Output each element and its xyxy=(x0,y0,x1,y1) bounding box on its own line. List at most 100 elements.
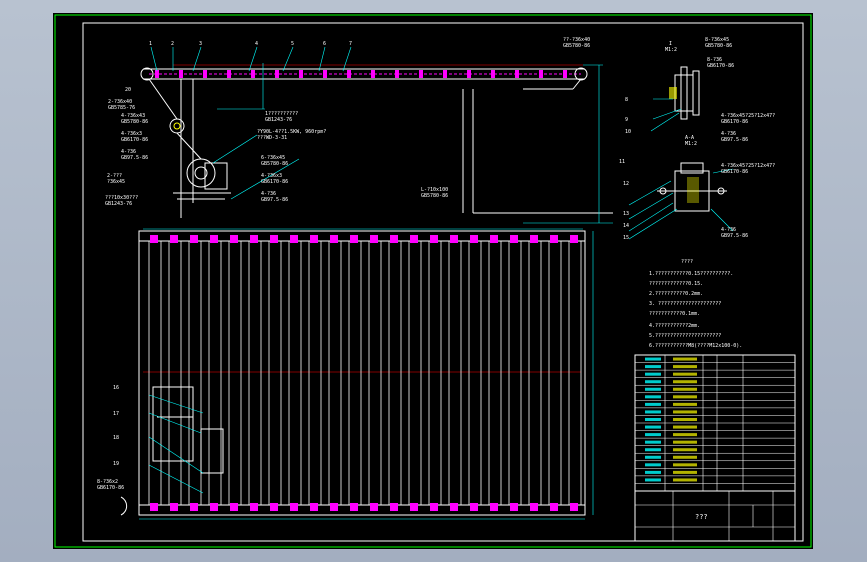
label-top-mid3-2: GB97.5-86 xyxy=(121,155,148,161)
drive-unit-plan xyxy=(120,386,224,516)
parts-list-row-name xyxy=(673,478,697,482)
parts-list-row-name xyxy=(673,380,697,384)
label-center-c-6: GB97.5-86 xyxy=(261,197,288,203)
slat-bottom-bolt xyxy=(450,503,458,511)
slat-top-bolt xyxy=(290,235,298,243)
label-left-a-2: ?36x45 xyxy=(107,179,125,185)
label-top-left-1: 2-?36x40 xyxy=(108,99,132,105)
label-bottom-left-1: 8-?36x2 xyxy=(97,479,118,485)
note-line-1: 1.???????????0.15??????????. xyxy=(649,271,733,277)
parts-list-row-name xyxy=(673,440,697,444)
label-bottom-mid-2: GB5780-86 xyxy=(421,193,448,199)
part-number-18: 18 xyxy=(113,435,119,441)
note-line-3: 2.??????????0.2mm. xyxy=(649,291,703,297)
plan-view xyxy=(138,230,594,520)
part-number-14: 14 xyxy=(623,223,629,229)
plan-slat xyxy=(368,240,382,506)
plan-slat xyxy=(228,240,242,506)
part-number-5: 5 xyxy=(291,41,294,47)
label-top-mid1-2: GB5780-86 xyxy=(121,119,148,125)
plan-slat xyxy=(288,240,302,506)
parts-list-row-name xyxy=(673,357,697,361)
detail-callout-1a: 8-?36x45 xyxy=(705,37,729,43)
rail-bolt xyxy=(491,70,495,78)
part-number-3: 3 xyxy=(199,41,202,47)
plan-slat xyxy=(148,240,162,506)
slat-bottom-bolt xyxy=(270,503,278,511)
plan-slat xyxy=(328,240,342,506)
parts-list-row-name xyxy=(673,455,697,459)
parts-list-row-code xyxy=(645,402,661,406)
detail-callout-4a: 4-?36 xyxy=(721,131,736,137)
plan-slat xyxy=(248,240,262,506)
part-number-7: 7 xyxy=(349,41,352,47)
label-bottom-left-2: GB6170-86 xyxy=(97,485,124,491)
plan-slat xyxy=(568,240,582,506)
plan-slats xyxy=(148,235,582,511)
rail-bolt xyxy=(227,70,231,78)
note-line-4: 3. ????????????????????? xyxy=(649,301,721,307)
parts-list-row-name xyxy=(673,365,697,369)
label-left-b-1: ???10x30??? xyxy=(105,195,138,201)
slat-bottom-bolt xyxy=(310,503,318,511)
rail-bolt xyxy=(179,70,183,78)
plan-slat xyxy=(308,240,322,506)
detail-labels: I M1:2 8-?36x45 GB5780-86 8-?36 GB6170-8… xyxy=(665,37,775,239)
note-line-2: ?????????????0.15. xyxy=(649,281,703,287)
parts-list-row-code xyxy=(645,425,661,429)
parts-list-row-name xyxy=(673,463,697,467)
part-number-19: 19 xyxy=(113,461,119,467)
slat-bottom-bolt xyxy=(490,503,498,511)
rail-bolt xyxy=(419,70,423,78)
elevation-bolts xyxy=(155,70,567,78)
rail-bolt xyxy=(323,70,327,78)
drawing-sheet xyxy=(53,13,813,549)
slat-top-bolt xyxy=(450,235,458,243)
rail-bolt xyxy=(155,70,159,78)
label-top-right-2: GB5780-86 xyxy=(563,43,590,49)
slat-top-bolt xyxy=(270,235,278,243)
parts-list-row-code xyxy=(645,433,661,437)
label-top-mid2-2: GB6170-86 xyxy=(121,137,148,143)
part-number-17: 17 xyxy=(113,411,119,417)
parts-list-row-code xyxy=(645,357,661,361)
slat-bottom-bolt xyxy=(170,503,178,511)
slat-bottom-bolt xyxy=(370,503,378,511)
rail-bolt xyxy=(395,70,399,78)
label-center-c-5: 4-?36 xyxy=(261,191,276,197)
parts-list-row-name xyxy=(673,418,697,421)
part-leaders xyxy=(148,46,352,494)
rail-bolt xyxy=(275,70,279,78)
plan-slat xyxy=(388,240,402,506)
slat-bottom-bolt xyxy=(410,503,418,511)
plan-slat xyxy=(208,240,222,506)
slat-top-bolt xyxy=(250,235,258,243)
notes-heading: ???? xyxy=(681,259,693,265)
part-number-15: 15 xyxy=(623,235,629,241)
slat-top-bolt xyxy=(470,235,478,243)
slat-bottom-bolt xyxy=(510,503,518,511)
parts-list-row-code xyxy=(645,410,661,414)
slat-bottom-bolt xyxy=(430,503,438,511)
parts-list-row-name xyxy=(673,448,697,452)
label-top-right-1: ??-?36x40 xyxy=(563,37,590,43)
label-top-left-2: GB5785-76 xyxy=(108,105,135,111)
part-number-labels: 1 2 3 4 5 6 7 8 9 10 11 12 13 14 15 16 1… xyxy=(113,41,631,467)
plan-slat xyxy=(408,240,422,506)
parts-list-row-code xyxy=(645,418,661,421)
parts-list-row-name xyxy=(673,372,697,376)
part-number-10: 10 xyxy=(625,129,631,135)
parts-list-row-code xyxy=(645,372,661,376)
part-number-12: 12 xyxy=(623,181,629,187)
section-aa-label: A-A xyxy=(685,135,694,141)
note-line-6: 4.???????????2mm. xyxy=(649,323,700,329)
inner-frame xyxy=(82,22,804,542)
label-center-c-4: GB6170-86 xyxy=(261,179,288,185)
slat-top-bolt xyxy=(170,235,178,243)
label-center-c-3: 4-?36x3 xyxy=(261,173,282,179)
note-line-7: 5.?????????????????????? xyxy=(649,333,721,339)
label-left-b-2: GB1243-76 xyxy=(105,201,132,207)
slat-bottom-bolt xyxy=(330,503,338,511)
detail-callout-3b: GB6170-86 xyxy=(721,119,748,125)
cad-drawing-canvas[interactable]: 1 2 3 4 5 6 7 8 9 10 11 12 13 14 15 16 1… xyxy=(53,13,813,549)
